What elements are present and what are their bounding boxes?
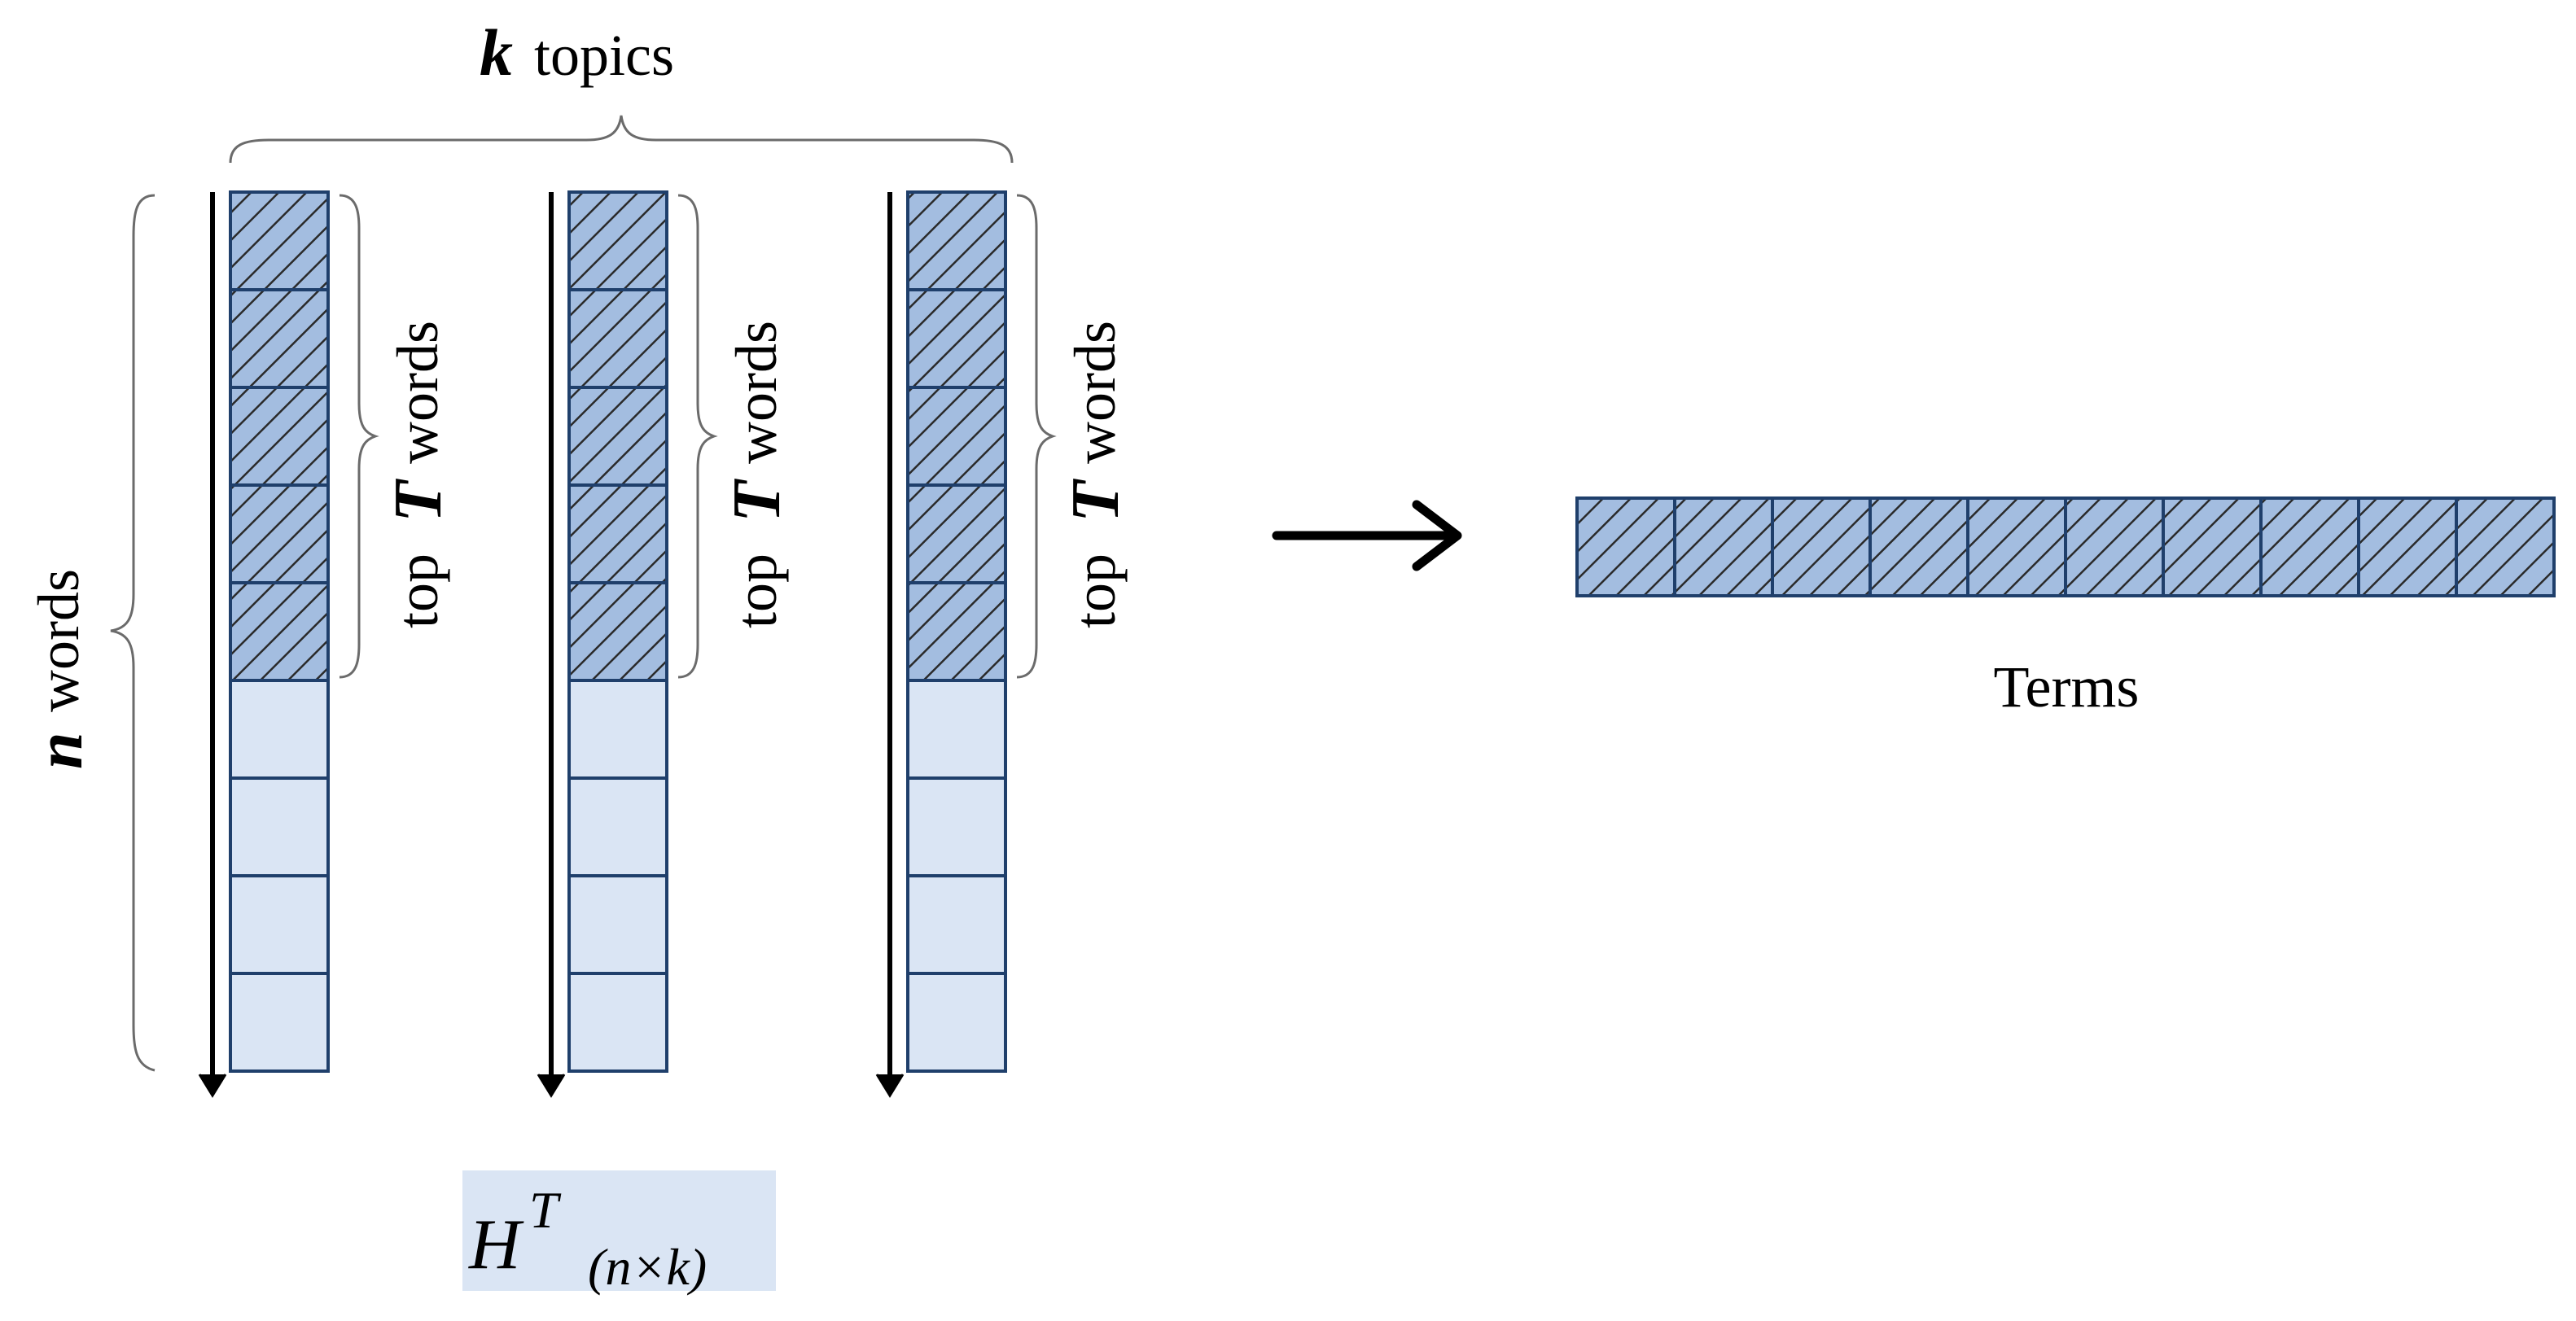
word-cell xyxy=(229,679,330,780)
word-cell xyxy=(567,679,668,780)
top-text: top xyxy=(385,553,450,628)
words-text: words xyxy=(724,321,789,464)
terms-row xyxy=(1575,496,2556,597)
n-words-label: n words xyxy=(22,569,96,769)
n-symbol: n xyxy=(22,732,96,769)
word-cell xyxy=(229,776,330,877)
t-symbol: T xyxy=(380,478,456,523)
top-word-cell xyxy=(906,190,1007,291)
top-word-cell xyxy=(229,288,330,389)
word-cell xyxy=(906,874,1007,975)
n-words-brace xyxy=(110,194,156,1072)
term-cell xyxy=(2455,496,2556,597)
top-word-cell xyxy=(567,483,668,584)
top-word-cell xyxy=(229,190,330,291)
word-cell xyxy=(906,776,1007,877)
k-topics-label: k topics xyxy=(480,15,674,90)
top-words-brace xyxy=(677,194,718,679)
ranking-arrowhead-icon xyxy=(198,1074,227,1098)
n-words-text: words xyxy=(26,569,91,712)
matrix-label: H T (n×k) xyxy=(462,1170,776,1296)
t-symbol: T xyxy=(719,478,795,523)
top-word-cell xyxy=(567,288,668,389)
term-cell xyxy=(1673,496,1774,597)
word-cell xyxy=(229,874,330,975)
top-word-cell xyxy=(229,581,330,682)
ranking-arrowhead-icon xyxy=(537,1074,566,1098)
top-word-cell xyxy=(906,288,1007,389)
matrix-superscript: T xyxy=(529,1181,562,1239)
top-text: top xyxy=(724,553,789,628)
word-cell xyxy=(906,972,1007,1073)
word-cell xyxy=(567,776,668,877)
word-cell xyxy=(906,679,1007,780)
words-text: words xyxy=(1062,321,1128,464)
top-word-cell xyxy=(567,581,668,682)
term-cell xyxy=(1575,496,1676,597)
term-cell xyxy=(1966,496,2067,597)
term-cell xyxy=(2357,496,2458,597)
ranking-arrowhead-icon xyxy=(875,1074,905,1098)
topics-text: topics xyxy=(534,23,674,88)
k-symbol: k xyxy=(480,15,513,90)
top-word-cell xyxy=(906,386,1007,487)
top-word-cell xyxy=(567,190,668,291)
term-cell xyxy=(1868,496,1969,597)
words-text: words xyxy=(385,321,450,464)
top-word-cell xyxy=(229,386,330,487)
term-cell xyxy=(1771,496,1872,597)
top-word-cell xyxy=(906,581,1007,682)
top-word-cell xyxy=(906,483,1007,584)
matrix-base: H xyxy=(468,1205,524,1284)
top-word-cell xyxy=(229,483,330,584)
matrix-label-background xyxy=(462,1170,776,1291)
word-cell xyxy=(567,874,668,975)
term-cell xyxy=(2259,496,2360,597)
term-cell xyxy=(2064,496,2165,597)
t-symbol: T xyxy=(1058,478,1133,523)
matrix-subscript: (n×k) xyxy=(588,1238,707,1296)
word-cell xyxy=(567,972,668,1073)
terms-label: Terms xyxy=(1994,654,2140,720)
k-topics-brace xyxy=(229,115,1014,164)
right-arrow-icon xyxy=(1272,500,1462,571)
top-words-brace xyxy=(339,194,379,679)
top-word-cell xyxy=(567,386,668,487)
word-cell xyxy=(229,972,330,1073)
top-words-brace xyxy=(1016,194,1057,679)
top-text: top xyxy=(1062,553,1128,628)
term-cell xyxy=(2162,496,2263,597)
